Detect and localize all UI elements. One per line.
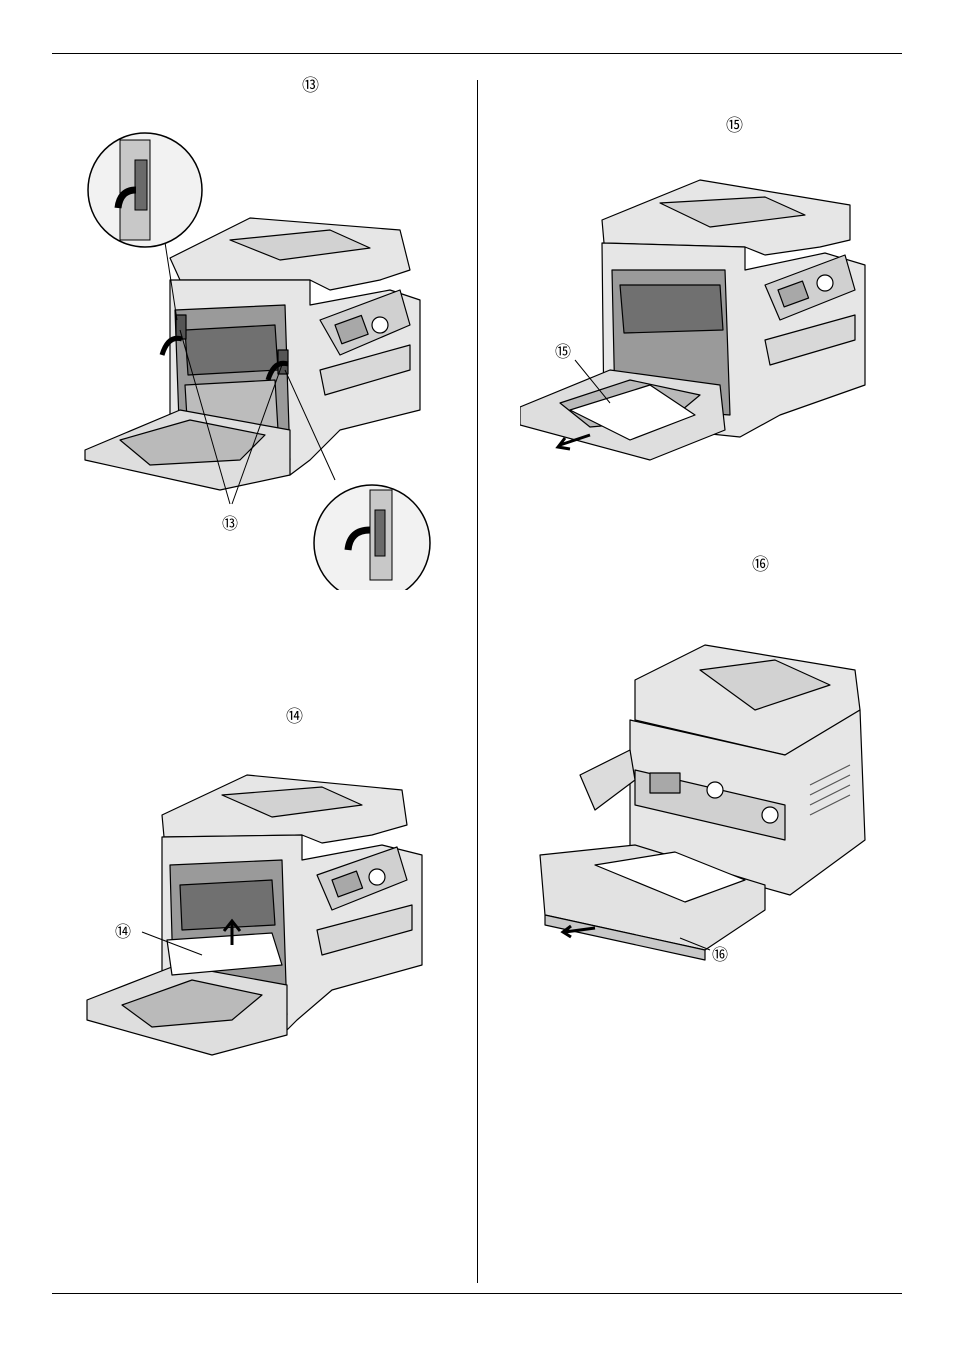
- callout-16: ⑯: [712, 945, 728, 964]
- figure-16-pull-out-tray: ⑯: [535, 640, 875, 970]
- top-rule: [52, 53, 902, 54]
- figure-15-remove-paper: ⑮: [520, 175, 870, 465]
- figure-13-release-levers: ⑬: [80, 130, 440, 590]
- step-marker-13: ⑬: [302, 78, 319, 95]
- figure-14-remove-paper: ⑭: [82, 765, 432, 1065]
- step-marker-14: ⑭: [286, 709, 303, 726]
- callout-13: ⑬: [222, 514, 238, 533]
- column-divider: [477, 80, 478, 1283]
- step-marker-16: ⑯: [752, 557, 769, 574]
- bottom-rule: [52, 1293, 902, 1294]
- callout-14: ⑭: [115, 922, 131, 941]
- callout-15: ⑮: [555, 342, 571, 361]
- step-marker-15: ⑮: [726, 118, 743, 135]
